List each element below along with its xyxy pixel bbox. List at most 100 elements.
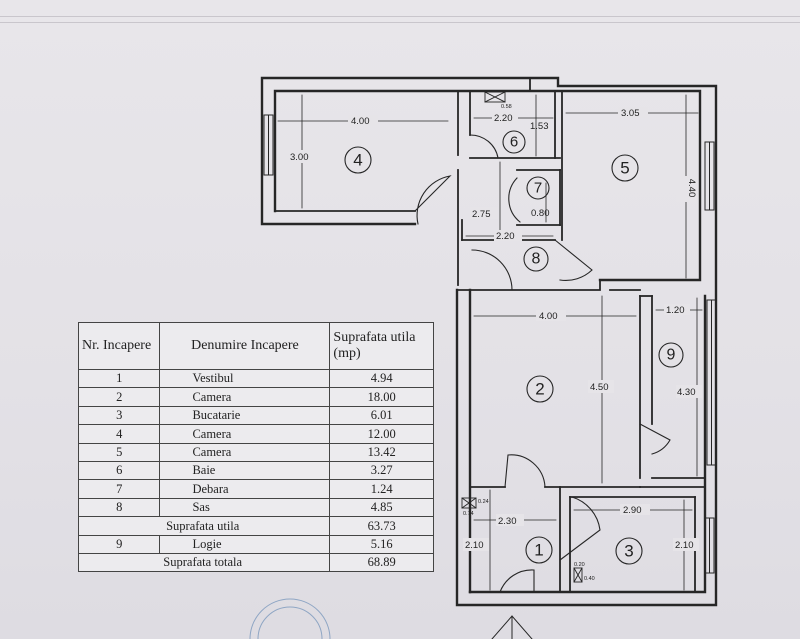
room-area-cell: 4.94 [329,368,434,389]
duct-label: 0.20 [574,562,585,568]
dim-label-r3-height: 2.10 [675,540,694,551]
room-circle [526,176,550,200]
door-swing [471,249,513,291]
room-circle [615,537,643,565]
door-swing [414,175,452,225]
header-room-name: Denumire Incapere [159,322,331,370]
room-circle [523,246,549,272]
dim-label-r8-width: 2.20 [496,231,515,242]
vent-duct [461,497,477,509]
room-number-5: 5 [620,159,629,178]
doors [414,134,671,593]
windows [263,114,717,574]
room-name-cell: Camera [159,442,331,462]
room-area-cell: 3.27 [329,460,434,481]
door-swing [559,496,601,561]
dim-label-hall-length: 2.75 [472,209,491,220]
table-row: 3 Bucatarie 6.01 [77,405,434,426]
room-number-3: 3 [624,542,633,561]
dim-label-r1-height: 2.10 [465,540,484,551]
table-row: 4 Camera 12.00 [77,424,434,444]
sheet-edge-line [0,22,800,23]
table-row: 8 Sas 4.85 [77,497,434,518]
room-name-cell: Camera [159,387,331,407]
door-swing [504,454,546,488]
door-swing [554,239,593,281]
room-number-7: 7 [534,180,542,197]
room-area-cell: 5.16 [329,534,434,554]
total-area-row: Suprafata totala 68.89 [77,552,434,573]
dim-label-r4-width: 4.00 [351,116,370,127]
total-area-label: Suprafata totala [77,552,331,573]
room-name-cell: Sas [159,497,331,518]
total-area-value: 68.89 [329,552,434,573]
seal-stamp [257,606,323,639]
dim-label-r3-width: 2.90 [623,505,642,516]
room-circle [344,146,372,174]
duct-label: 0.24 [478,499,489,505]
room-circle [658,342,684,368]
dimension-labels: 4.00 3.00 2.20 1.53 3.05 4.40 0.80 2.75 … [288,107,702,551]
vent-duct [484,91,506,103]
room-circle [526,375,554,403]
room-name-cell: Baie [159,460,331,481]
dim-label-r1-width: 2.30 [498,516,517,527]
room-numbers: 1 2 3 4 5 6 7 8 9 [353,134,675,561]
room-name-cell: Bucatarie [159,405,331,426]
vent-duct [484,91,506,103]
door-swing [499,569,535,593]
room-legend-table: Nr. Incapere Denumire Incapere Suprafata… [77,322,434,573]
room-number-cell: 4 [77,424,161,444]
dim-label-r6-depth: 1.53 [530,121,549,132]
useful-area-value: 63.73 [329,516,434,536]
room-area-cell: 13.42 [329,442,434,462]
room-number-cell: 8 [77,497,161,518]
room-circles [344,130,684,565]
room-number-1: 1 [534,541,543,560]
room-number-9: 9 [667,347,676,364]
dim-label-r2-height: 4.50 [590,382,609,393]
dim-label-r5-width: 3.05 [621,108,640,119]
sheet-marks [249,598,533,639]
partitions [274,77,706,593]
room-circle [525,536,553,564]
room-number-cell: 7 [77,479,161,499]
room-name-cell: Vestibul [159,368,331,389]
door-swing [469,134,499,159]
door-swing [639,423,671,455]
room-number-cell: 6 [77,460,161,481]
vent-duct [461,497,477,509]
room-number-8: 8 [532,251,541,268]
room-circle [502,130,526,154]
useful-area-total-row: Suprafata utila 63.73 [77,516,434,536]
room-circle [611,154,639,182]
room-number-4: 4 [353,151,362,170]
vent-duct [573,567,583,583]
legend-header-row: Nr. Incapere Denumire Incapere Suprafata… [77,322,434,370]
room-area-cell: 1.24 [329,479,434,499]
table-row: 1 Vestibul 4.94 [77,368,434,389]
room-name-cell: Debara [159,479,331,499]
inner-wall-line [273,89,702,282]
dim-label-r7-depth: 0.80 [531,208,550,219]
duct-label: 0.40 [584,576,595,582]
dim-label-r2-width: 4.00 [539,311,558,322]
room-number-cell: 1 [77,368,161,389]
room-area-cell: 12.00 [329,424,434,444]
vent-duct [573,567,583,583]
room-number-6: 6 [510,134,518,151]
table-row: 9 Logie 5.16 [77,534,434,554]
room-number-cell: 2 [77,387,161,407]
room-number-cell: 5 [77,442,161,462]
duct-label: 0.74 [463,511,474,517]
table-row: 2 Camera 18.00 [77,387,434,407]
room-number-2: 2 [535,380,544,399]
seal-stamp [249,598,331,639]
sheet-edge-line [0,16,800,17]
table-row: 5 Camera 13.42 [77,442,434,462]
room-area-cell: 18.00 [329,387,434,407]
inner-wall-line [468,294,707,594]
dim-label-r4-height: 3.00 [290,152,309,163]
outer-wall-line [260,76,718,607]
